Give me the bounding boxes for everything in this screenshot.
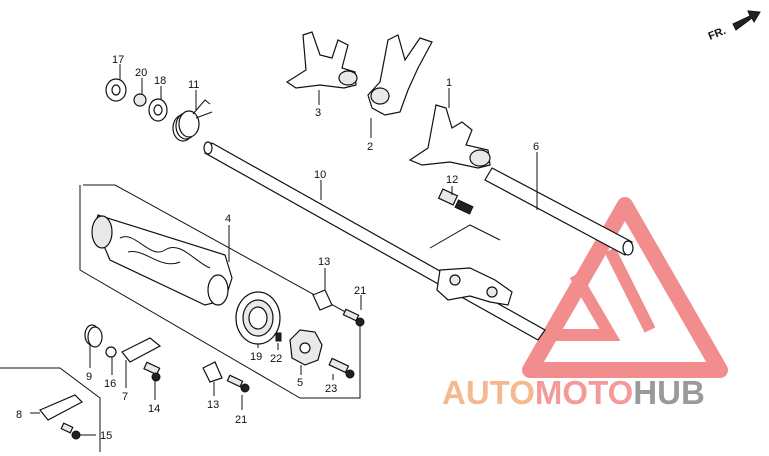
watermark-text: AUTOMOTOHUB bbox=[442, 374, 705, 411]
callout-4: 4 bbox=[225, 213, 231, 225]
callout-17: 17 bbox=[112, 54, 124, 66]
pin-22 bbox=[275, 332, 282, 342]
callout-6: 6 bbox=[533, 141, 539, 153]
drum-center-5 bbox=[289, 329, 323, 366]
callout-21-lower: 21 bbox=[235, 414, 247, 426]
arm-8 bbox=[39, 394, 83, 421]
callout-21-upper: 21 bbox=[354, 285, 366, 297]
washer-17 bbox=[105, 78, 127, 102]
plate-13-lower bbox=[202, 361, 223, 383]
callout-16: 16 bbox=[104, 378, 116, 390]
shift-drum-4 bbox=[91, 214, 233, 306]
callout-3: 3 bbox=[315, 107, 321, 119]
shift-fork-3 bbox=[285, 31, 358, 89]
washer-16 bbox=[105, 346, 117, 358]
shift-fork-1 bbox=[408, 104, 491, 169]
plate-13-upper bbox=[312, 289, 333, 311]
stopper-arm-7 bbox=[121, 337, 162, 363]
callout-13-upper: 13 bbox=[318, 256, 330, 268]
callout-7: 7 bbox=[122, 391, 128, 403]
callout-18: 18 bbox=[154, 75, 166, 87]
callout-8: 8 bbox=[16, 409, 22, 421]
callout-19: 19 bbox=[250, 351, 262, 363]
callout-12: 12 bbox=[446, 174, 458, 186]
watermark-hub: HUB bbox=[633, 374, 705, 411]
front-label: FR. bbox=[707, 25, 728, 43]
front-direction-indicator: FR. bbox=[707, 10, 761, 43]
watermark-logo bbox=[522, 197, 728, 378]
watermark-auto: AUTO bbox=[442, 374, 535, 411]
callout-5: 5 bbox=[297, 377, 303, 389]
bearing-19 bbox=[235, 291, 281, 345]
callout-23: 23 bbox=[325, 383, 337, 395]
callout-22: 22 bbox=[270, 353, 282, 365]
callout-15: 15 bbox=[100, 430, 112, 442]
bolt-15 bbox=[60, 422, 81, 440]
watermark: AUTOMOTOHUB bbox=[442, 374, 705, 411]
callout-2: 2 bbox=[367, 141, 373, 153]
shift-arm bbox=[436, 267, 513, 306]
spring-11 bbox=[172, 99, 213, 142]
leader-lines bbox=[30, 64, 538, 436]
callout-13-lower: 13 bbox=[207, 399, 219, 411]
bolt-21-upper bbox=[342, 308, 365, 327]
washer-18 bbox=[148, 98, 168, 122]
bolt-14 bbox=[143, 361, 161, 382]
callout-9: 9 bbox=[86, 371, 92, 383]
assembly-frame bbox=[0, 184, 501, 452]
callout-14: 14 bbox=[148, 403, 160, 415]
bolt-23 bbox=[328, 357, 355, 379]
callout-11: 11 bbox=[188, 79, 199, 91]
spring-9 bbox=[84, 324, 103, 348]
clip-20 bbox=[133, 93, 147, 107]
callout-1: 1 bbox=[446, 77, 452, 89]
shift-fork-2 bbox=[367, 34, 433, 116]
bolt-21-lower bbox=[226, 374, 250, 393]
callouts: 1 2 3 4 5 6 7 8 9 10 11 12 13 13 14 15 1… bbox=[16, 54, 539, 442]
fork-shaft-6 bbox=[484, 167, 634, 256]
watermark-moto: MOTO bbox=[535, 374, 633, 411]
front-arrow-icon bbox=[732, 10, 761, 31]
bolt-12 bbox=[437, 188, 474, 215]
callout-10: 10 bbox=[314, 169, 326, 181]
callout-20: 20 bbox=[135, 67, 147, 79]
